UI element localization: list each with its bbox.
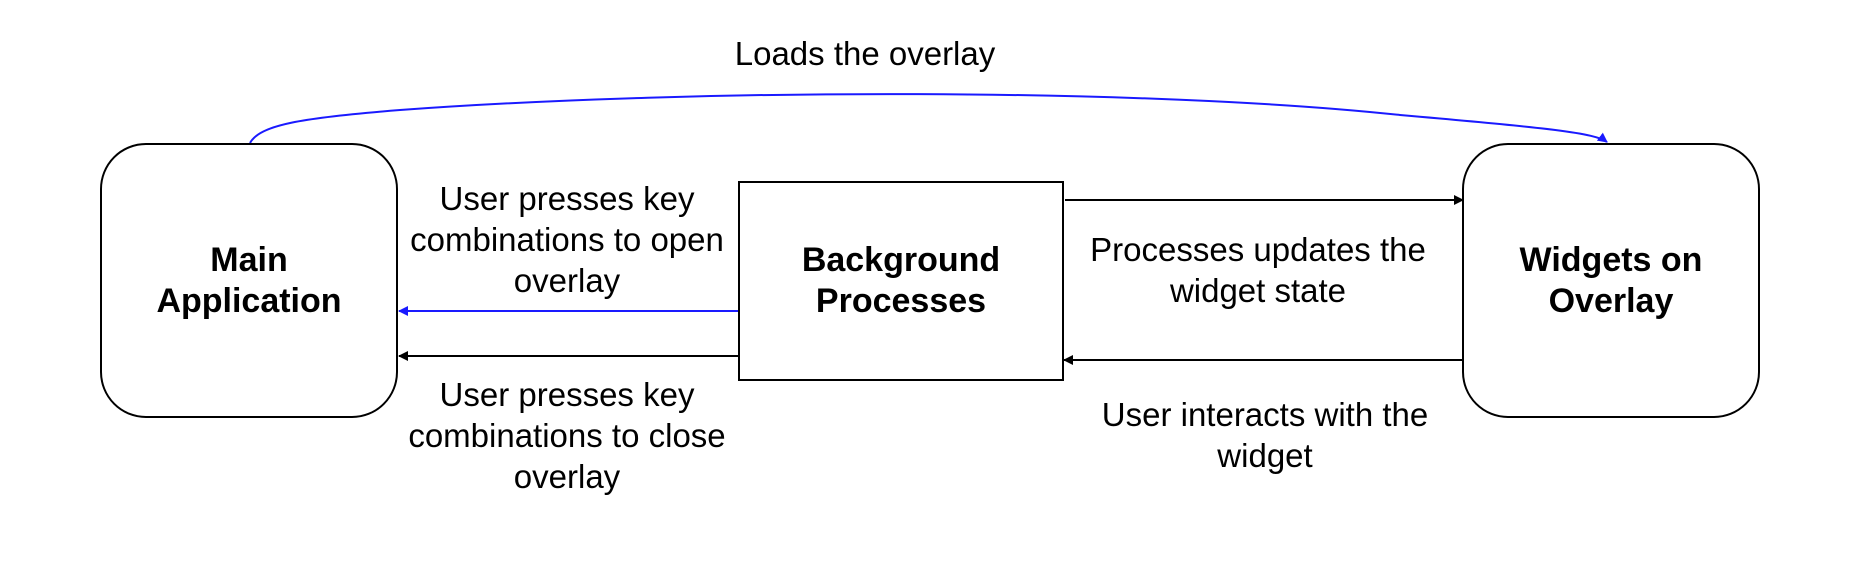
label-open-overlay: User presses key combinations to open ov… [410,180,724,299]
label-updates-state: Processes updates the widget state [1090,231,1426,309]
label-user-interacts: User interacts with the widget [1101,396,1429,474]
node-background-processes-label: Background Processes [801,241,1001,320]
label-loads-overlay: Loads the overlay [734,35,996,72]
node-widgets-on-overlay: Widgets on Overlay [1462,143,1760,418]
node-widgets-on-overlay-label: Widgets on Overlay [1519,240,1703,320]
edge-loads-overlay [249,93,1608,144]
node-main-application-label: Main Application [156,240,342,320]
node-main-application: Main Application [100,143,398,418]
label-close-overlay: User presses key combinations to close o… [408,376,726,495]
node-background-processes: Background Processes [738,181,1064,381]
